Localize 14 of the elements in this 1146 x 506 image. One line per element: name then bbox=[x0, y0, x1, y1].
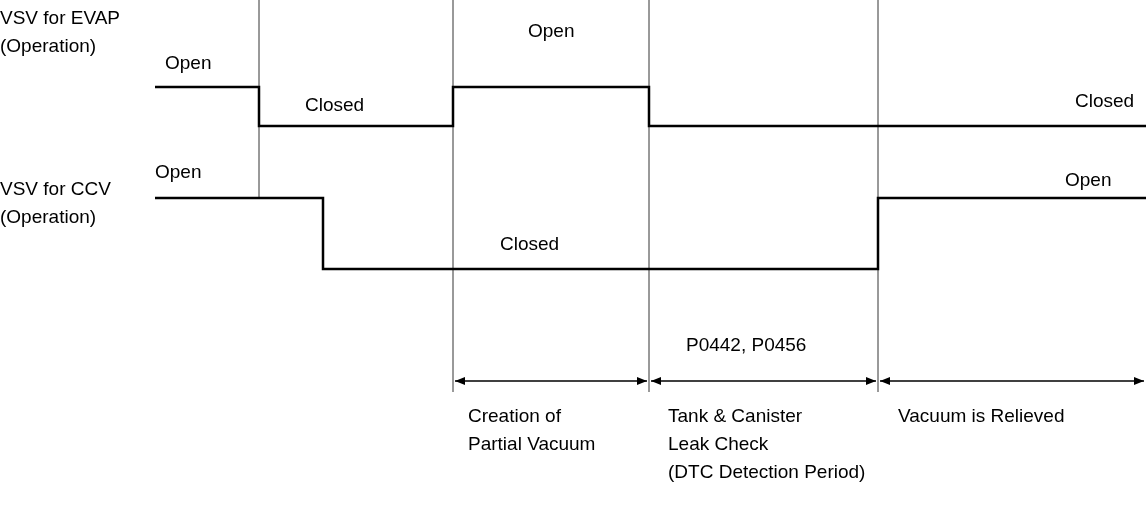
period-label: Tank & Canister Leak Check bbox=[668, 404, 804, 456]
state-label: Open bbox=[165, 51, 212, 75]
state-label: Closed bbox=[500, 232, 560, 256]
state-label: Closed bbox=[305, 93, 365, 117]
state-label: Open bbox=[1065, 168, 1112, 192]
state-label: Open bbox=[155, 160, 202, 184]
state-label: Closed bbox=[1075, 89, 1135, 113]
code-label: P0442, P0456 bbox=[686, 333, 807, 357]
signal-name: VSV for CCV (Operation) bbox=[0, 177, 112, 229]
period-label: (DTC Detection Period) bbox=[668, 460, 867, 484]
period-label: Vacuum is Relieved bbox=[898, 404, 1065, 428]
period-label: Creation of Partial Vacuum bbox=[468, 404, 597, 456]
state-label: Open bbox=[528, 19, 575, 43]
signal-name: VSV for EVAP (Operation) bbox=[0, 6, 121, 58]
